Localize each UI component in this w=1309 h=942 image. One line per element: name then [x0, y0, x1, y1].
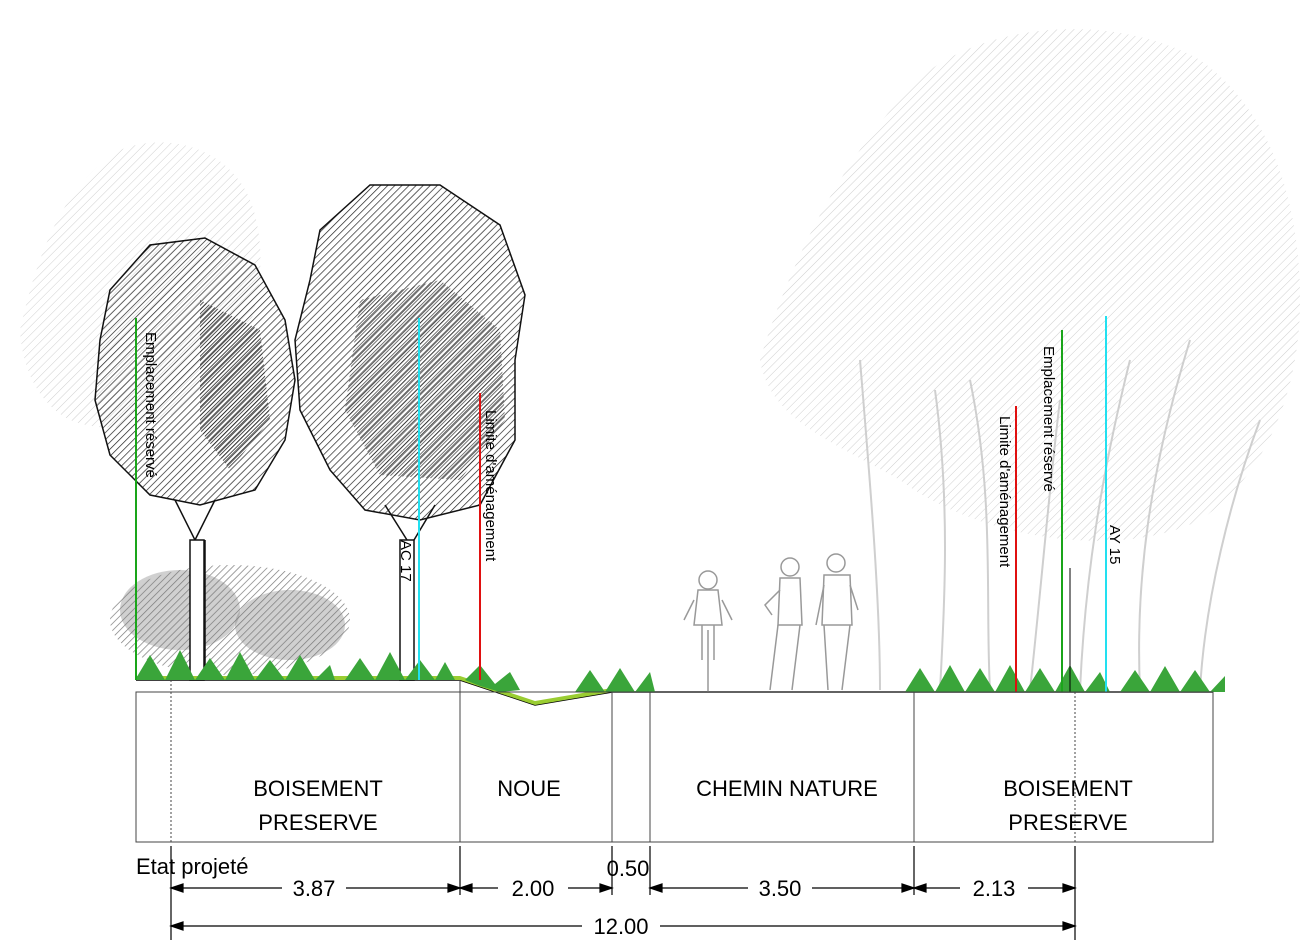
dimension-4: 3.50	[759, 876, 802, 901]
grass-tufts	[135, 650, 1225, 692]
dimension-5: 2.13	[973, 876, 1016, 901]
zone-1-line1: BOISEMENT	[253, 776, 383, 801]
shrub-left	[110, 565, 350, 675]
left-cyan-label: AC 17	[397, 540, 414, 582]
zone-3-label: CHEMIN NATURE	[696, 776, 878, 801]
dimension-lines	[169, 846, 1077, 940]
dimension-total: 12.00	[593, 914, 648, 939]
dimension-3: 0.50	[607, 856, 650, 881]
dimension-1: 3.87	[293, 876, 336, 901]
left-green-label: Emplacement réservé	[142, 332, 159, 478]
dimension-2: 2.00	[512, 876, 555, 901]
background-trunks-right	[859, 339, 1261, 691]
pedestrian-figure-2	[815, 553, 859, 691]
right-cyan-label: AY 15	[1106, 525, 1123, 564]
markers	[135, 316, 1107, 692]
left-red-label: Limite d'aménagement	[482, 410, 499, 562]
right-green-label: Emplacement réservé	[1040, 346, 1057, 492]
right-red-label: Limite d'aménagement	[996, 416, 1013, 568]
section-table	[135, 680, 1214, 843]
state-label: Etat projeté	[136, 854, 249, 879]
cyclist-figure	[683, 570, 733, 692]
pedestrian-figure-1	[764, 557, 803, 691]
zone-2-label: NOUE	[497, 776, 561, 801]
zone-1-line2: PRESERVE	[258, 810, 377, 835]
background-canopy-right	[760, 29, 1300, 541]
tree-left-1	[94, 237, 296, 681]
zone-4-line2: PRESERVE	[1008, 810, 1127, 835]
zone-4-line1: BOISEMENT	[1003, 776, 1133, 801]
